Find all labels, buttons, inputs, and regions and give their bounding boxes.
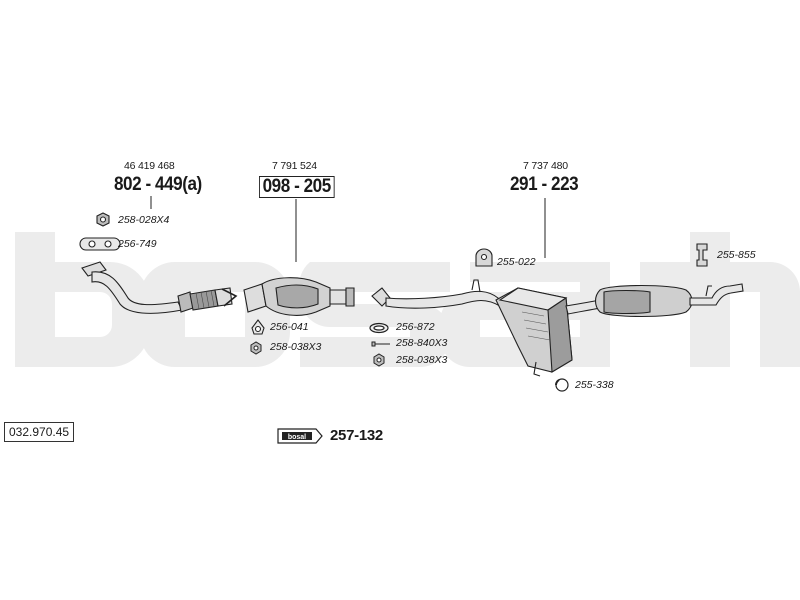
document-number: 032.970.45 xyxy=(4,422,75,442)
front-pipe xyxy=(81,261,238,314)
bracket-icon xyxy=(696,243,708,267)
accessory-label: 255-022 xyxy=(497,256,536,268)
nut-icon xyxy=(96,212,110,227)
oem-ref-2: 7 791 524 xyxy=(272,160,317,172)
rear-silencer xyxy=(565,283,744,318)
clamp-ring-icon xyxy=(555,378,569,392)
mounting-kit-logo-text: bosal xyxy=(288,434,306,441)
accessory-label: 256-749 xyxy=(118,238,157,250)
nut-icon xyxy=(373,353,385,367)
gasket-icon xyxy=(79,237,121,251)
mounting-kit-logo: bosal xyxy=(277,428,323,444)
rubber-hanger-icon xyxy=(475,248,493,267)
bolt-icon xyxy=(371,341,390,347)
accessory-label: 256-041 xyxy=(270,321,309,333)
ring-gasket-icon xyxy=(369,322,389,334)
accessory-label: 258-038X3 xyxy=(396,354,448,366)
accessory-label: 256-872 xyxy=(396,321,435,333)
centre-silencer xyxy=(495,287,573,377)
part-number-3: 291 - 223 xyxy=(510,174,579,195)
catalytic-converter xyxy=(243,277,355,316)
mounting-kit-part-number: 257-132 xyxy=(330,427,383,444)
accessory-label: 255-855 xyxy=(717,249,756,261)
part-number-1: 802 - 449(a) xyxy=(114,174,202,195)
accessory-label: 258-028X4 xyxy=(118,214,170,226)
accessory-label: 258-840X3 xyxy=(396,337,448,349)
flange-gasket-icon xyxy=(251,319,265,335)
accessory-label: 255-338 xyxy=(575,379,614,391)
part-number-2: 098 - 205 xyxy=(259,176,335,198)
oem-ref-1: 46 419 468 xyxy=(124,160,175,172)
intermediate-pipe xyxy=(371,279,501,309)
accessory-label: 258-038X3 xyxy=(270,341,322,353)
nut-icon xyxy=(250,341,262,355)
oem-ref-3: 7 737 480 xyxy=(523,160,568,172)
